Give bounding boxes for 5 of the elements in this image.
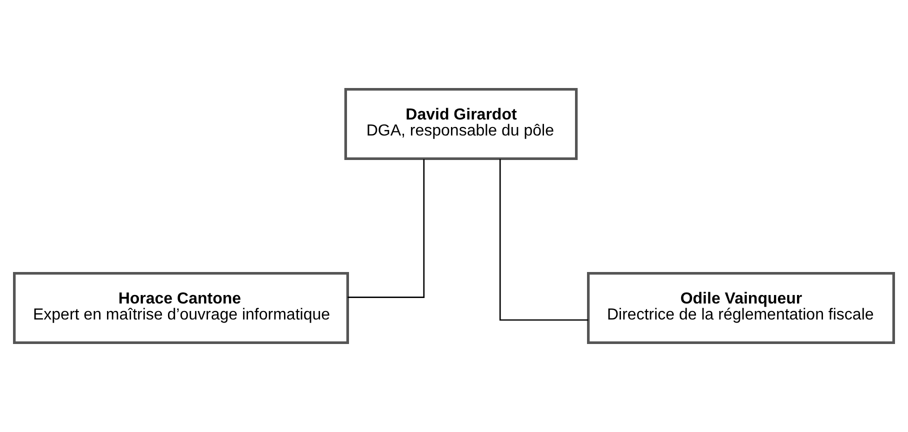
node-box: David Girardot DGA, responsable du pôle [344,88,578,160]
node-box: Horace Cantone Expert en maîtrise d’ouvrage informatique [13,272,349,344]
connector [348,159,425,298]
node-box: Odile Vainqueur Directrice de la réglementation fiscale [587,272,895,344]
connector [499,159,588,321]
